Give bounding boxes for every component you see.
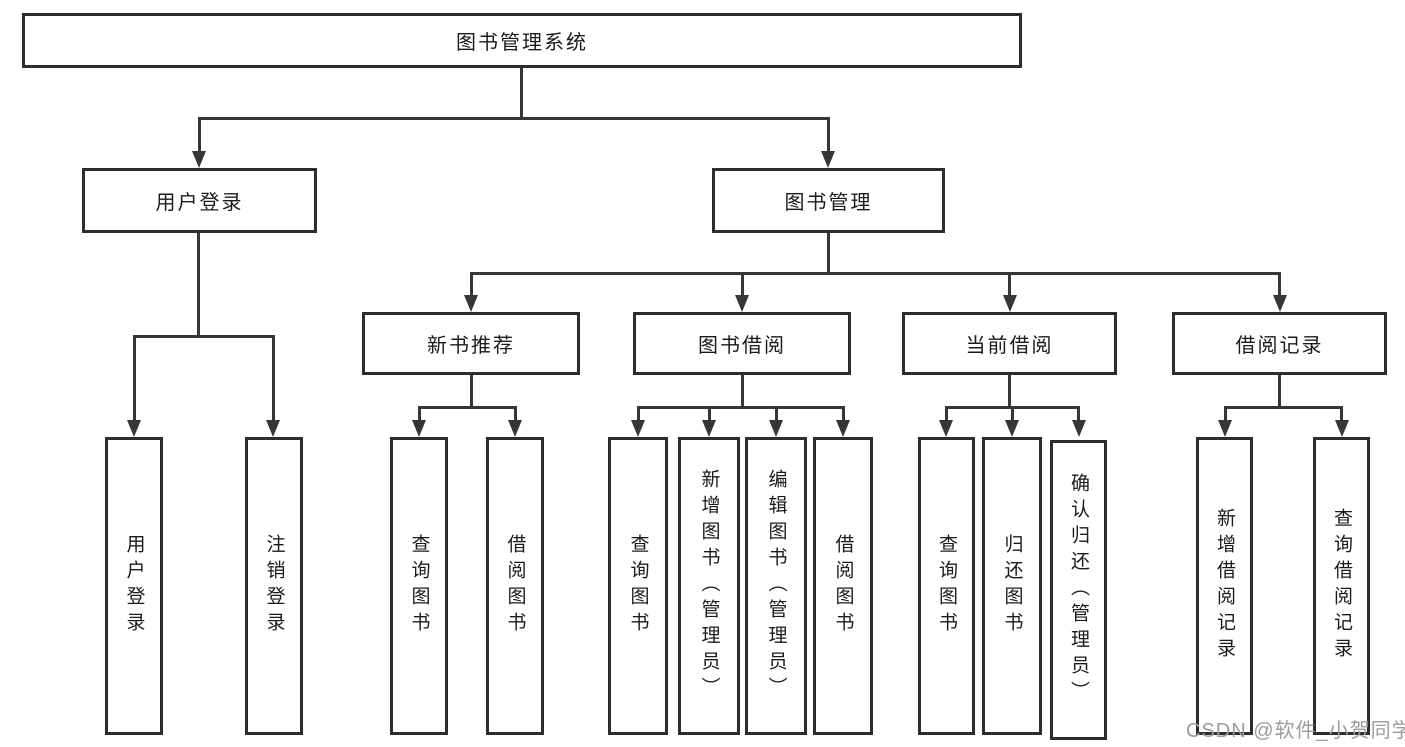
connector-line bbox=[636, 406, 640, 420]
connector-line bbox=[417, 406, 517, 409]
leaf-add-book-admin: 新增图书（管理员） bbox=[678, 437, 740, 735]
connector-line bbox=[1278, 375, 1281, 406]
arrow-down-icon bbox=[702, 420, 716, 437]
arrow-down-icon bbox=[1334, 420, 1349, 437]
connector-line bbox=[841, 406, 845, 420]
leaf-query-book-1: 查询图书 bbox=[390, 437, 448, 735]
connector-line bbox=[740, 375, 744, 406]
connector-line bbox=[1340, 406, 1343, 420]
connector-line bbox=[1010, 406, 1014, 420]
node-book-management: 图书管理 bbox=[712, 168, 945, 233]
arrow-down-icon bbox=[1218, 420, 1232, 437]
connector-line bbox=[469, 375, 473, 406]
arrow-down-icon bbox=[836, 420, 850, 437]
leaf-borrow-book-1: 借阅图书 bbox=[486, 437, 544, 735]
connector-line bbox=[707, 406, 711, 420]
connector-line bbox=[196, 233, 200, 335]
node-book-borrow: 图书借阅 bbox=[633, 312, 851, 375]
connector-line bbox=[1008, 272, 1011, 295]
leaf-logout: 注销登录 bbox=[245, 437, 303, 735]
connector-line bbox=[271, 335, 275, 420]
watermark: CSDN @软件_小贺同学 bbox=[1186, 720, 1405, 742]
node-user-login: 用户登录 bbox=[82, 168, 317, 233]
leaf-query-book-3: 查询图书 bbox=[918, 437, 975, 735]
arrow-down-icon bbox=[412, 420, 426, 437]
connector-line bbox=[519, 68, 523, 117]
node-root: 图书管理系统 bbox=[22, 13, 1022, 68]
arrow-down-icon bbox=[1272, 295, 1287, 312]
leaf-confirm-return-admin: 确认归还（管理员） bbox=[1050, 440, 1107, 740]
arrow-down-icon bbox=[266, 420, 280, 437]
arrow-down-icon bbox=[1071, 420, 1086, 437]
connector-line bbox=[417, 406, 421, 420]
connector-line bbox=[944, 406, 948, 420]
leaf-query-book-2: 查询图书 bbox=[608, 437, 668, 735]
arrow-down-icon bbox=[735, 295, 749, 312]
leaf-edit-book-admin: 编辑图书（管理员） bbox=[745, 437, 807, 735]
arrow-down-icon bbox=[464, 295, 478, 312]
arrow-down-icon bbox=[1002, 295, 1017, 312]
connector-line bbox=[774, 406, 778, 420]
arrow-down-icon bbox=[192, 151, 206, 168]
leaf-query-borrow-record: 查询借阅记录 bbox=[1313, 437, 1370, 735]
arrow-down-icon bbox=[1005, 420, 1019, 437]
leaf-borrow-book-2: 借阅图书 bbox=[813, 437, 873, 735]
connector-line bbox=[469, 272, 1281, 275]
arrow-down-icon bbox=[821, 151, 835, 168]
connector-line bbox=[197, 117, 830, 120]
connector-line bbox=[1223, 406, 1227, 420]
connector-line bbox=[740, 272, 744, 295]
connector-line bbox=[197, 117, 201, 151]
arrow-down-icon bbox=[769, 420, 783, 437]
connector-line bbox=[826, 117, 830, 151]
node-current-borrow: 当前借阅 bbox=[902, 312, 1117, 375]
connector-line bbox=[1077, 406, 1080, 420]
connector-line bbox=[513, 406, 517, 420]
node-borrow-records: 借阅记录 bbox=[1172, 312, 1387, 375]
leaf-return-book: 归还图书 bbox=[982, 437, 1042, 735]
connector-line bbox=[1223, 406, 1343, 409]
connector-line bbox=[1008, 375, 1011, 406]
connector-line bbox=[636, 406, 845, 409]
arrow-down-icon bbox=[631, 420, 645, 437]
leaf-add-borrow-record: 新增借阅记录 bbox=[1196, 437, 1253, 735]
leaf-user-login: 用户登录 bbox=[105, 437, 163, 735]
arrow-down-icon bbox=[127, 420, 141, 437]
connector-line bbox=[132, 335, 136, 420]
arrow-down-icon bbox=[508, 420, 522, 437]
connector-line bbox=[132, 335, 275, 338]
connector-line bbox=[826, 233, 830, 272]
connector-line bbox=[469, 272, 473, 295]
node-new-book-recommend: 新书推荐 bbox=[362, 312, 580, 375]
connector-line bbox=[1278, 272, 1281, 295]
arrow-down-icon bbox=[939, 420, 953, 437]
